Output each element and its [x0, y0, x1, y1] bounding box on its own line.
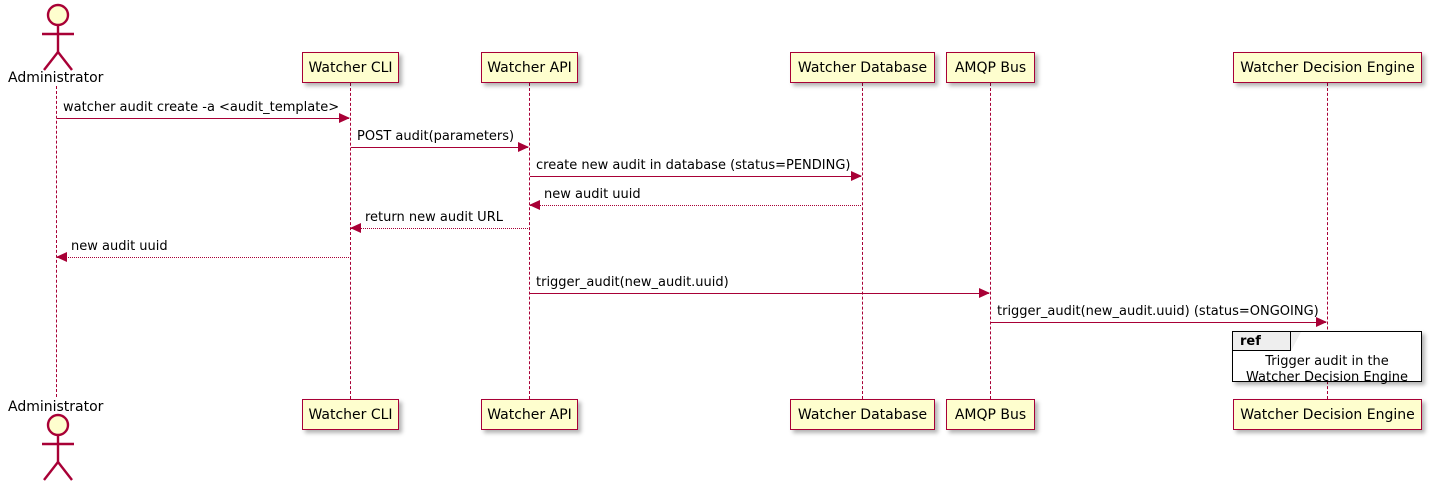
actor-label-administrator-top: Administrator	[8, 70, 104, 86]
ref-fragment-body: Trigger audit in the Watcher Decision En…	[1233, 354, 1421, 386]
arrowhead-left-icon	[56, 252, 67, 262]
participant-box-amqp-bus-bottom[interactable]: AMQP Bus	[946, 399, 1035, 430]
message-line	[530, 176, 861, 177]
message-label-7: trigger_audit(new_audit.uuid)	[536, 275, 729, 290]
message-line	[351, 228, 528, 229]
participant-box-watcher-api-top[interactable]: Watcher API	[481, 52, 578, 83]
lifeline-watcher-database	[862, 83, 863, 399]
ref-fragment-line-1: Trigger audit in the	[1265, 354, 1389, 369]
arrowhead-right-icon	[518, 142, 529, 152]
ref-fragment-line-2: Watcher Decision Engine	[1246, 370, 1408, 385]
message-line	[991, 322, 1326, 323]
arrowhead-left-icon	[529, 200, 540, 210]
participant-box-watcher-cli-top[interactable]: Watcher CLI	[302, 52, 399, 83]
message-line	[530, 205, 861, 206]
actor-stick-figure-icon	[42, 3, 74, 71]
lifeline-watcher-decision-engine	[1327, 83, 1328, 399]
arrowhead-right-icon	[851, 171, 862, 181]
ref-fragment-tab-corner-icon	[1291, 332, 1301, 351]
message-line	[530, 293, 989, 294]
participant-box-watcher-api-bottom[interactable]: Watcher API	[481, 399, 578, 430]
arrowhead-left-icon	[350, 223, 361, 233]
arrowhead-right-icon	[1316, 317, 1327, 327]
message-label-3: create new audit in database (status=PEN…	[536, 158, 851, 173]
participant-box-watcher-decision-engine-top[interactable]: Watcher Decision Engine	[1233, 52, 1422, 83]
lifeline-amqp-bus	[990, 83, 991, 399]
actor-administrator-top	[30, 2, 84, 72]
participant-box-watcher-database-bottom[interactable]: Watcher Database	[790, 399, 935, 430]
message-line	[57, 257, 349, 258]
ref-fragment-keyword: ref	[1240, 333, 1261, 349]
participant-box-watcher-database-top[interactable]: Watcher Database	[790, 52, 935, 83]
message-label-8: trigger_audit(new_audit.uuid) (status=ON…	[997, 304, 1319, 319]
lifeline-watcher-api	[529, 83, 530, 399]
message-label-1: watcher audit create -a <audit_template>	[63, 100, 340, 115]
message-label-6: new audit uuid	[71, 239, 168, 254]
message-line	[57, 118, 349, 119]
actor-label-administrator-bottom: Administrator	[8, 399, 104, 415]
lifeline-watcher-cli	[350, 83, 351, 399]
message-line	[351, 147, 528, 148]
arrowhead-right-icon	[339, 113, 350, 123]
participant-box-amqp-bus-top[interactable]: AMQP Bus	[946, 52, 1035, 83]
participant-box-watcher-cli-bottom[interactable]: Watcher CLI	[302, 399, 399, 430]
participant-box-watcher-decision-engine-bottom[interactable]: Watcher Decision Engine	[1233, 399, 1422, 430]
ref-fragment[interactable]: ref Trigger audit in the Watcher Decisio…	[1232, 331, 1422, 385]
message-label-5: return new audit URL	[365, 210, 503, 225]
actor-administrator-bottom	[30, 412, 84, 484]
message-label-2: POST audit(parameters)	[357, 129, 515, 144]
message-label-4: new audit uuid	[544, 187, 641, 202]
actor-stick-figure-icon	[42, 413, 74, 481]
arrowhead-right-icon	[979, 288, 990, 298]
lifeline-administrator	[56, 86, 57, 397]
ref-fragment-tab: ref	[1233, 332, 1291, 351]
